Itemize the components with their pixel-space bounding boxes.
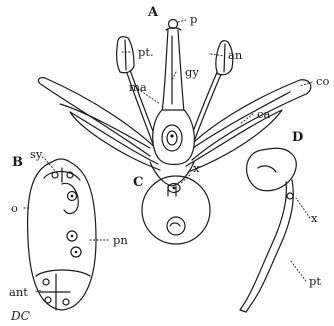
stigma [169,20,178,29]
calyx-left [70,112,160,170]
label-co: co [316,74,329,88]
antipodal-3 [63,299,69,305]
antipodal-1 [43,279,49,285]
artist-signature: DC [10,309,30,323]
label-p: p [190,12,197,26]
label-ma: ma [129,80,147,94]
tube-nucleus-d [287,193,293,199]
panel-label-a: A [147,5,159,20]
synergid-nucleus-1 [52,172,58,178]
panel-label-d: D [292,130,303,145]
corolla-right [182,80,311,160]
panel-label-b: B [12,155,23,170]
label-ca: ca [257,107,270,121]
label-pt-d: pt [309,274,321,288]
label-ant: ant [9,285,28,299]
pistil-style [162,30,184,112]
label-o: o [11,201,18,215]
label-x-c: x [193,161,200,175]
label-x-d: x [311,211,318,225]
pollen-body [247,148,297,191]
pollen-tube [240,180,293,312]
germinating-pollen-drawing [240,148,296,312]
panel-label-c: C [133,175,143,190]
ovule [162,125,182,151]
label-gy: gy [185,65,199,79]
label-pn: pn [113,233,128,247]
label-sy: sy. [30,147,45,161]
embryo-sac-drawing [28,159,96,310]
label-an: an [228,48,243,62]
label-pt-a: pt. [138,45,154,59]
antipodal-2 [45,297,51,303]
